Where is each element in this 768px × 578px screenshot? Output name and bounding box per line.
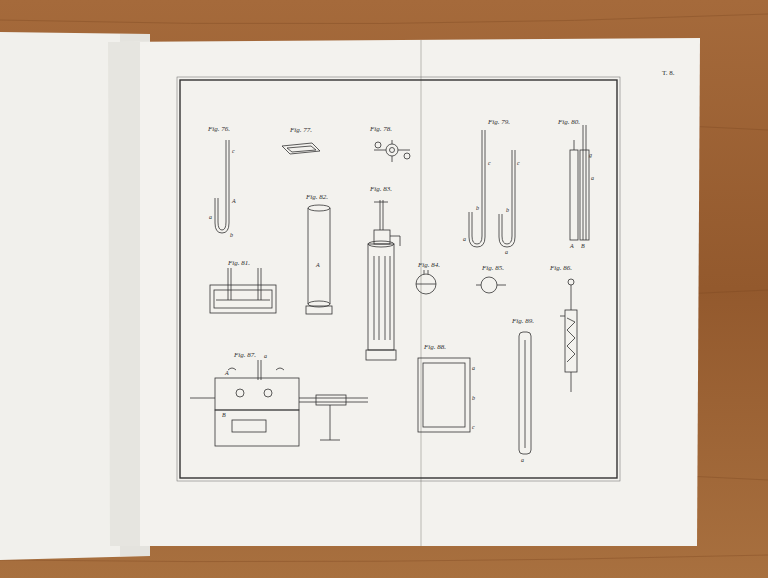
part-letter: b: [506, 207, 509, 213]
part-letter: c: [232, 148, 235, 154]
figure-label: Fig. 86.: [550, 265, 572, 272]
part-letter: c: [517, 160, 520, 166]
part-letter: a: [591, 175, 594, 181]
figure-label: Fig. 78.: [370, 126, 392, 133]
figure-label: Fig. 83.: [370, 186, 392, 193]
part-letter: B: [581, 243, 585, 249]
figure-label: Fig. 80.: [558, 119, 580, 126]
figure-label: Fig. 87.: [234, 352, 256, 359]
figure-label: Fig. 79.: [488, 119, 510, 126]
part-letter: g: [589, 152, 592, 158]
figure-label: Fig. 88.: [424, 344, 446, 351]
part-letter: b: [476, 205, 479, 211]
part-letter: c: [488, 160, 491, 166]
part-letter: A: [316, 262, 320, 268]
part-letter: B: [222, 412, 226, 418]
figure-label: Fig. 85.: [482, 265, 504, 272]
figure-label: Fig. 76.: [208, 126, 230, 133]
part-letter: a: [209, 214, 212, 220]
figure-label: Fig. 82.: [306, 194, 328, 201]
part-letter: c: [472, 424, 475, 430]
figure-label: Fig. 77.: [290, 127, 312, 134]
figure-label: Fig. 81.: [228, 260, 250, 267]
part-letter: a: [472, 365, 475, 371]
part-letter: b: [230, 232, 233, 238]
part-letter: A: [570, 243, 574, 249]
plate-number: T. 8.: [662, 70, 675, 77]
part-letter: a: [521, 457, 524, 463]
part-letter: a: [505, 249, 508, 255]
part-letter: A: [225, 370, 229, 376]
part-letter: b: [472, 395, 475, 401]
part-letter: A: [232, 198, 236, 204]
part-letter: a: [463, 236, 466, 242]
part-letter: a: [264, 353, 267, 359]
figure-label: Fig. 84.: [418, 262, 440, 269]
figure-label: Fig. 89.: [512, 318, 534, 325]
